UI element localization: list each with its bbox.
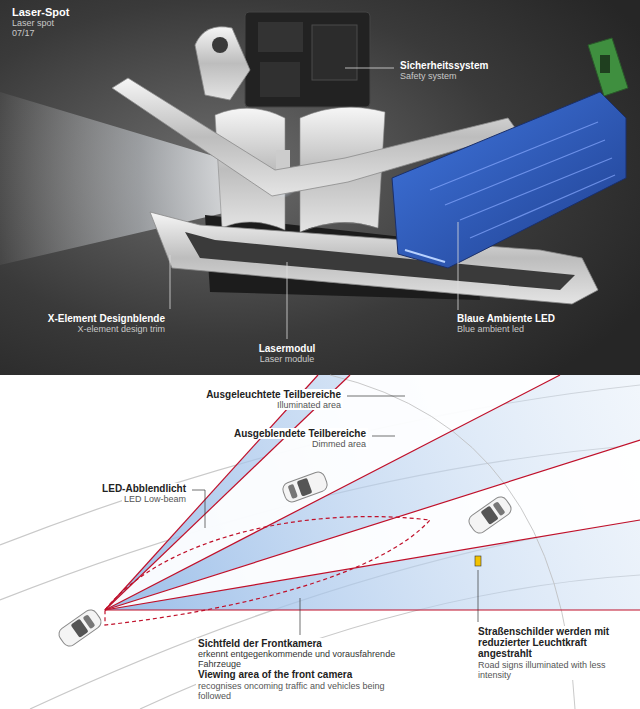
part-label-en: Laser module [258, 354, 317, 364]
car-part [83, 614, 96, 629]
design-trim-part [195, 27, 250, 100]
blue-ambient-led-part [470, 175, 615, 238]
blue-ambient-led-part [600, 55, 610, 73]
label-group: SicherheitssystemSafety system [398, 60, 578, 81]
area-label: Sichtfeld der Frontkamera [196, 638, 324, 649]
beam-edge-part [105, 609, 640, 610]
leader-line-part [347, 396, 405, 397]
area-label: Ausgeblendete Teilbereiche [232, 428, 368, 439]
label-group: Ausgeleuchtete TeilbereicheIlluminated a… [103, 389, 343, 410]
leader-line-part [170, 255, 171, 309]
label-group: LasermodulLaser module [217, 343, 357, 364]
top-panel-part [0, 0, 640, 375]
label-group: Laser-SpotLaser spot07/17 [10, 6, 160, 38]
label-group: Ausgeblendete TeilbereicheDimmed area [118, 428, 368, 449]
top-panel-part [258, 22, 303, 52]
part-label: Lasermodul [257, 343, 318, 354]
car-part [56, 607, 104, 649]
part-label-en: Laser spot [10, 18, 56, 28]
road-sign [475, 556, 481, 566]
part-label: Blaue Ambiente LED [455, 313, 557, 324]
top-panel-part [260, 62, 300, 97]
label-group: LED-AbblendlichtLED Low-beam [38, 483, 188, 504]
leader-line [192, 396, 478, 635]
blue-ambient-led-part [430, 122, 598, 190]
car-part [297, 478, 313, 497]
part-label-en: Blue ambient led [455, 324, 526, 334]
area-label-en: Road signs illuminated with less intensi… [476, 660, 636, 680]
leader-line-part [372, 436, 395, 437]
car-part [493, 501, 506, 516]
area-label-en: Illuminated area [275, 400, 343, 410]
area-label-en: recognises oncoming traffic and vehicles… [196, 681, 411, 701]
beam-edge [105, 375, 640, 625]
blue-ambient-led [392, 38, 628, 268]
area-label: Viewing area of the front camera [196, 669, 354, 680]
part-label-en: Safety system [398, 71, 459, 81]
beam-fan [105, 375, 640, 709]
area-note: erkennt entgegenkommende und vorausfahre… [196, 649, 411, 669]
leader-line-part [345, 68, 394, 69]
leader-line-part [192, 490, 205, 528]
top-panel-part [245, 12, 370, 107]
label-group: X-Element DesignblendeX-element design t… [7, 313, 167, 334]
part-label: X-Element Designblende [46, 313, 167, 324]
leader-line-part [478, 570, 479, 622]
leader-line-part [287, 262, 288, 339]
label-group: Straßenschilder werden mit reduzierter L… [476, 626, 636, 680]
beam-edge-part [105, 517, 430, 625]
area-label: Ausgeleuchtete Teilbereiche [204, 389, 343, 400]
blue-ambient-led-part [588, 38, 628, 96]
area-label: Straßenschilder werden mit reduzierter L… [476, 626, 636, 660]
area-label-en: Dimmed area [310, 439, 368, 449]
title: Laser-Spot [10, 6, 71, 18]
part-label-en: 07/17 [10, 28, 37, 38]
design-trim-part [185, 232, 575, 290]
beam-fan-part [105, 440, 640, 610]
car [466, 494, 514, 536]
beam-edge-part [105, 520, 640, 610]
label-group: Sichtfeld der Frontkameraerkennt entgege… [196, 638, 411, 701]
top-panel [0, 0, 640, 375]
design-trim-part [212, 37, 228, 53]
car-part [281, 470, 329, 504]
area-label: LED-Abblendlicht [100, 483, 188, 494]
beam-edge-part [105, 440, 640, 610]
label-group: Blaue Ambiente LEDBlue ambient led [455, 313, 625, 334]
blue-ambient-led-part [445, 140, 605, 205]
leader-line-part [300, 598, 301, 635]
leader-line-part [458, 222, 459, 310]
car [56, 607, 104, 649]
car-part [466, 494, 514, 536]
blue-ambient-led-part [405, 250, 445, 262]
part-label: Sicherheitssystem [398, 60, 490, 71]
area-label-en: LED Low-beam [122, 494, 188, 504]
blue-ambient-led-part [460, 158, 612, 220]
car [281, 470, 329, 504]
part-label-en: X-element design trim [75, 324, 167, 334]
leader-line [170, 68, 458, 339]
car-part [288, 484, 298, 499]
blue-ambient-led-part [392, 92, 626, 268]
top-panel-part [312, 25, 357, 80]
